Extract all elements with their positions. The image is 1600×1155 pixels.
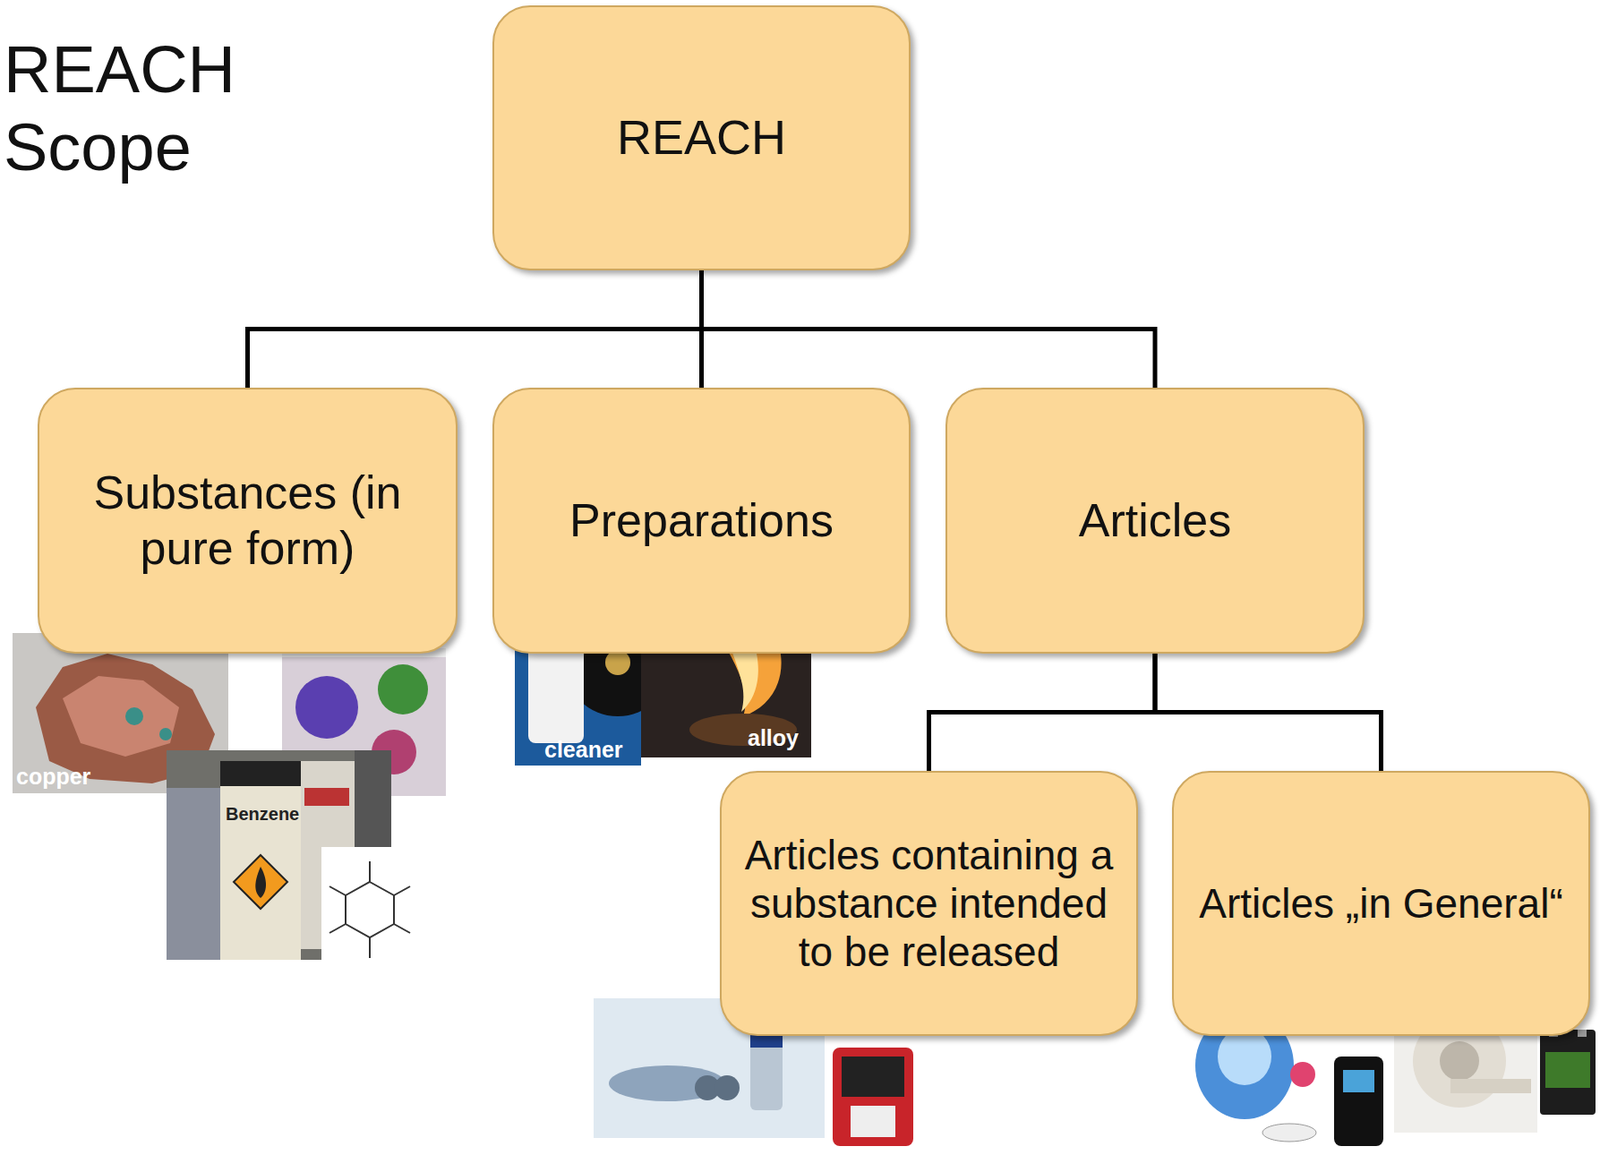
battery-photo — [1540, 1029, 1596, 1115]
photo-caption: copper — [16, 763, 91, 790]
tree-connector — [248, 270, 702, 388]
photo-caption: alloy — [747, 725, 799, 752]
box-label: Substances (in pure form) — [50, 465, 445, 576]
category-box: Articles — [945, 387, 1365, 654]
category-box: Articles „in General“ — [1172, 770, 1591, 1036]
box-label: Articles „in General“ — [1198, 879, 1563, 928]
slide-title: REACH Scope — [3, 30, 273, 188]
tree-connector — [701, 270, 1156, 388]
photo-caption: Benzene — [223, 804, 301, 825]
box-label: Articles — [1078, 493, 1232, 548]
box-label: Articles containing a substance intended… — [732, 830, 1126, 977]
photo-caption: cleaner — [544, 736, 624, 763]
category-box: Substances (in pure form) — [37, 387, 458, 654]
tree-connector — [1155, 653, 1382, 771]
category-box: Articles containing a substance intended… — [719, 770, 1138, 1036]
benzene-structure — [321, 847, 419, 976]
box-label: Preparations — [569, 493, 834, 548]
category-box: Preparations — [492, 387, 911, 654]
ink-cartridge-photo — [832, 1047, 914, 1147]
tree-connector — [929, 653, 1156, 771]
category-box: REACH — [492, 5, 911, 271]
box-label: REACH — [616, 109, 787, 167]
